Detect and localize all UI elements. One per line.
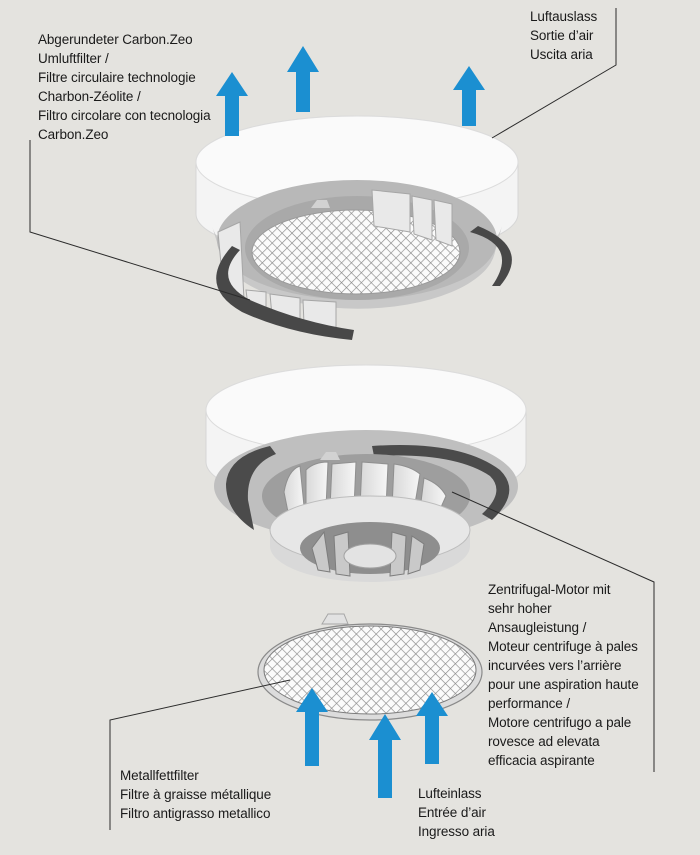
carbon-filter-label-line: Abgerundeter Carbon.Zeo bbox=[38, 32, 193, 47]
grease-filter-unit bbox=[257, 613, 483, 721]
air-outlet-leader-line bbox=[491, 8, 617, 139]
carbon-filter-label-line: Carbon.Zeo bbox=[38, 127, 109, 142]
up-arrow-icon bbox=[453, 66, 485, 126]
air-inlet-label-line: Lufteinlass bbox=[418, 786, 482, 801]
carbon-filter-slot-left bbox=[216, 246, 354, 340]
air-inlet-label-line: Entrée d’air bbox=[418, 805, 486, 820]
carbon-filter-label: Abgerundeter Carbon.Zeo Umluftfilter / F… bbox=[38, 30, 211, 144]
air-outlet-label-line: Uscita aria bbox=[530, 47, 593, 62]
carbon-filter-label-line: Charbon-Zéolite / bbox=[38, 89, 141, 104]
motor-unit bbox=[205, 364, 527, 582]
air-inlet-label: Lufteinlass Entrée d’air Ingresso aria bbox=[418, 784, 495, 841]
up-arrow-icon bbox=[287, 46, 319, 112]
air-outlet-label-line: Luftauslass bbox=[530, 9, 598, 24]
carbon-filter-vanes bbox=[217, 189, 453, 329]
motor-label-line: Zentrifugal-Motor mit bbox=[488, 582, 611, 597]
motor-slot-left bbox=[226, 446, 276, 530]
grease-filter-mesh bbox=[263, 625, 477, 715]
carbon-filter-label-line: Filtro circolare con tecnologia bbox=[38, 108, 211, 123]
carbon-filter-slot-right bbox=[470, 226, 512, 286]
carbon-filter-label-line: Umluftfilter / bbox=[38, 51, 109, 66]
motor-label-line: sehr hoher bbox=[488, 601, 552, 616]
grease-filter-tab bbox=[321, 613, 349, 625]
motor-label-line: pour une aspiration haute bbox=[488, 677, 639, 692]
carbon-filter-label-line: Filtre circulaire technologie bbox=[38, 70, 196, 85]
carbon-filter-leader-line bbox=[29, 140, 251, 301]
motor-label-line: rovesce ad elevata bbox=[488, 734, 600, 749]
grease-filter-label-line: Metallfettfilter bbox=[120, 768, 199, 783]
grease-filter-leader-line bbox=[109, 679, 291, 830]
air-inlet-label-line: Ingresso aria bbox=[418, 824, 495, 839]
up-arrow-icon bbox=[216, 72, 248, 136]
up-arrow-icon bbox=[416, 692, 448, 764]
motor-label-line: incurvées vers l’arrière bbox=[488, 658, 622, 673]
motor-leader-line bbox=[451, 491, 655, 772]
motor-intake-blades bbox=[311, 530, 425, 577]
air-inlet-arrows bbox=[296, 688, 448, 798]
motor-label: Zentrifugal-Motor mit sehr hoher Ansaugl… bbox=[488, 580, 639, 770]
motor-label-line: Ansaugleistung / bbox=[488, 620, 587, 635]
motor-tab bbox=[320, 452, 340, 460]
motor-label-line: Moteur centrifuge à pales bbox=[488, 639, 638, 654]
motor-label-line: Motore centrifugo a pale bbox=[488, 715, 632, 730]
air-outlet-arrows bbox=[216, 46, 485, 136]
grease-filter-label: Metallfettfilter Filtre à graisse métall… bbox=[120, 766, 271, 823]
up-arrow-icon bbox=[369, 714, 401, 798]
grease-filter-label-line: Filtre à graisse métallique bbox=[120, 787, 272, 802]
motor-slot-right bbox=[372, 445, 510, 520]
up-arrow-icon bbox=[296, 688, 328, 766]
motor-label-line: performance / bbox=[488, 696, 570, 711]
grease-filter-label-line: Filtro antigrasso metallico bbox=[120, 806, 271, 821]
motor-hub bbox=[343, 543, 397, 569]
motor-label-line: efficacia aspirante bbox=[488, 753, 595, 768]
air-outlet-label: Luftauslass Sortie d’air Uscita aria bbox=[530, 7, 597, 64]
carbon-filter-tab bbox=[311, 200, 330, 208]
air-outlet-label-line: Sortie d’air bbox=[530, 28, 594, 43]
carbon-filter-unit bbox=[195, 115, 519, 340]
